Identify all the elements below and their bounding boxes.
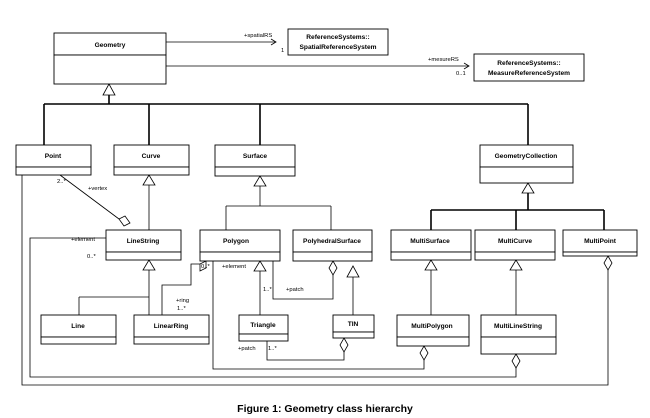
class-line-string[interactable]: LineString xyxy=(105,229,182,261)
polygon-gen-triangle xyxy=(253,260,267,272)
curve-gen-triangle xyxy=(142,174,156,186)
association-labels: +spatialRS 1 +mesureRS 0..1 2..* +vertex… xyxy=(57,33,466,352)
class-spatial-rs-line1: ReferenceSystems:: xyxy=(306,34,369,41)
class-multi-surface-name: MultiSurface xyxy=(410,238,450,245)
class-curve[interactable]: Curve xyxy=(113,144,190,176)
class-geometry[interactable]: Geometry xyxy=(53,32,167,85)
ps-patch-aggregation-diamond xyxy=(328,260,338,276)
vertex-mult-label: 2..* xyxy=(57,179,66,185)
multipolygon-aggregation-diamond xyxy=(419,345,429,361)
class-polygon-name: Polygon xyxy=(223,238,249,245)
element-mult-ls-label: 0..* xyxy=(87,254,96,260)
polyhedral-gen-triangle xyxy=(346,265,360,278)
class-curve-name: Curve xyxy=(142,153,161,160)
class-polygon[interactable]: Polygon xyxy=(199,229,281,262)
tin-patch-aggregation-diamond xyxy=(339,337,349,353)
figure-caption: Figure 1: Geometry class hierarchy xyxy=(237,403,413,415)
class-multi-polygon[interactable]: MultiPolygon xyxy=(396,314,470,347)
class-triangle-name: Triangle xyxy=(250,322,276,329)
element-role-ls-label: +element xyxy=(71,237,95,243)
aggregation-markers xyxy=(118,215,613,369)
class-line[interactable]: Line xyxy=(40,314,117,345)
class-line-name: Line xyxy=(71,323,85,330)
linestring-gen-triangle xyxy=(142,259,156,271)
generalization-markers xyxy=(102,83,535,278)
class-multi-curve-name: MultiCurve xyxy=(498,238,532,245)
class-triangle[interactable]: Triangle xyxy=(238,314,289,342)
patch-mult-ps-label: 1..* xyxy=(263,287,272,293)
patch-role-tin-label: +patch xyxy=(238,346,256,352)
class-measure-rs-line2: MeasureReferenceSystem xyxy=(488,70,570,77)
class-geometry-name: Geometry xyxy=(95,42,126,49)
collection-gen-triangle xyxy=(521,182,535,194)
element-role-poly-label: +element xyxy=(222,264,246,270)
class-linear-ring-name: LinearRing xyxy=(154,323,188,330)
class-measure-reference-system[interactable]: ReferenceSystems:: MeasureReferenceSyste… xyxy=(473,53,585,82)
class-multi-surface[interactable]: MultiSurface xyxy=(390,229,472,261)
class-point[interactable]: Point xyxy=(15,144,92,176)
class-geometry-collection[interactable]: GeometryCollection xyxy=(479,144,574,184)
element-mult-poly-label: 0..* xyxy=(201,264,210,270)
class-surface[interactable]: Surface xyxy=(214,144,296,177)
multilinestring-element-association xyxy=(29,237,517,378)
class-geometry-collection-name: GeometryCollection xyxy=(495,153,558,160)
class-measure-rs-line1: ReferenceSystems:: xyxy=(497,60,560,67)
multipolygon-element-association xyxy=(212,261,425,370)
multisurface-gen-triangle xyxy=(424,259,438,271)
class-multi-point[interactable]: MultiPoint xyxy=(562,229,638,257)
class-spatial-rs-line2: SpatialReferenceSystem xyxy=(300,44,377,51)
class-multi-curve[interactable]: MultiCurve xyxy=(474,229,556,261)
class-multi-line-string-name: MultiLineString xyxy=(494,323,542,330)
measure-rs-role-label: +mesureRS xyxy=(428,57,459,63)
vertex-role-label: +vertex xyxy=(88,186,107,192)
class-polyhedral-surface-name: PolyhedralSurface xyxy=(303,238,361,245)
ring-role-label: +ring xyxy=(176,298,189,304)
class-tin-name: TIN xyxy=(348,321,359,328)
multilinestring-aggregation-diamond xyxy=(511,353,521,369)
measure-rs-arrowhead xyxy=(463,62,470,70)
ps-patch-association xyxy=(272,260,334,300)
multicurve-gen-triangle xyxy=(509,259,523,271)
multipoint-aggregation-diamond xyxy=(603,255,613,271)
spatial-rs-role-label: +spatialRS xyxy=(244,33,272,39)
vertex-aggregation-diamond xyxy=(118,215,131,227)
geometry-gen-triangle xyxy=(102,83,116,96)
ring-mult-label: 1..* xyxy=(177,306,186,312)
class-multi-point-name: MultiPoint xyxy=(584,238,617,245)
connectors xyxy=(21,38,609,386)
patch-role-ps-label: +patch xyxy=(286,287,304,293)
vertex-association xyxy=(59,174,120,220)
spatial-rs-arrowhead xyxy=(270,38,277,46)
surface-gen-triangle xyxy=(253,175,267,187)
class-tin[interactable]: TIN xyxy=(332,314,375,339)
patch-mult-tin-label: 1..* xyxy=(268,346,277,352)
tin-patch-association xyxy=(266,341,345,361)
class-line-string-name: LineString xyxy=(127,238,160,245)
ring-aggregation-diamond xyxy=(199,260,207,272)
ring-association xyxy=(161,263,200,315)
class-multi-line-string[interactable]: MultiLineString xyxy=(480,314,557,355)
class-surface-name: Surface xyxy=(243,153,268,160)
class-polyhedral-surface[interactable]: PolyhedralSurface xyxy=(292,229,373,262)
class-point-name: Point xyxy=(45,153,62,160)
measure-rs-mult-label: 0..1 xyxy=(456,71,466,77)
class-multi-polygon-name: MultiPolygon xyxy=(411,323,452,330)
spatial-rs-mult-label: 1 xyxy=(281,48,284,54)
class-spatial-reference-system[interactable]: ReferenceSystems:: SpatialReferenceSyste… xyxy=(287,28,389,56)
class-linear-ring[interactable]: LinearRing xyxy=(133,314,210,345)
